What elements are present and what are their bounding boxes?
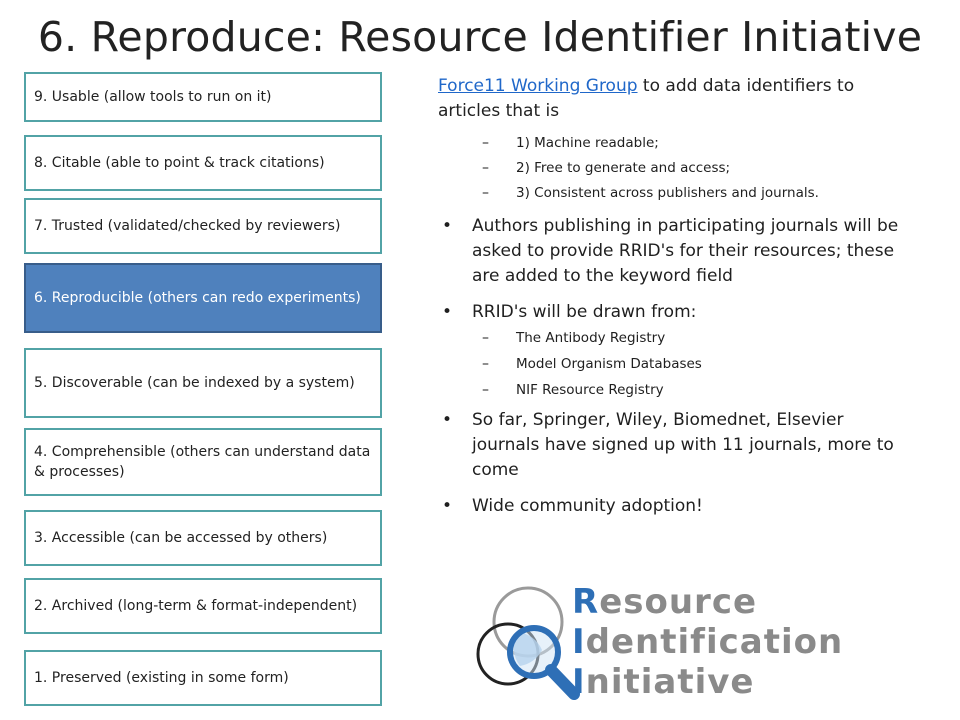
level-9-label: 9. Usable (allow tools to run on it): [34, 89, 272, 105]
dash-marker: –: [482, 185, 489, 201]
level-7-label: 7. Trusted (validated/checked by reviewe…: [34, 218, 341, 234]
list-item-text: 3) Consistent across publishers and jour…: [516, 185, 819, 201]
dash-marker: –: [482, 330, 489, 346]
dash-marker: –: [482, 160, 489, 176]
level-3-box: 3. Accessible (can be accessed by others…: [24, 510, 382, 566]
bullet-list: • Authors publishing in participating jou…: [438, 214, 908, 519]
bullet-marker: •: [442, 496, 453, 516]
logo-line-identification: Identification: [572, 622, 844, 662]
level-4-label: 4. Comprehensible (others can understand…: [34, 444, 371, 480]
bullet-text: Wide community adoption!: [472, 496, 703, 516]
level-2-label: 2. Archived (long-term & format-independ…: [34, 598, 358, 614]
list-item-text: The Antibody Registry: [516, 330, 666, 346]
intro-text: to add data identifiers to articles that…: [438, 76, 855, 121]
dash-marker: –: [482, 135, 489, 151]
level-3-label: 3. Accessible (can be accessed by others…: [34, 530, 328, 546]
list-item: – 3) Consistent across publishers and jou…: [438, 184, 908, 203]
dash-marker: –: [482, 356, 489, 372]
level-1-box: 1. Preserved (existing in some form): [24, 650, 382, 706]
bullet-item: • RRID's will be drawn from: – The Antibod…: [438, 300, 908, 400]
level-4-box: 4. Comprehensible (others can understand…: [24, 428, 382, 496]
bullet-marker: •: [442, 410, 453, 430]
list-item-text: 2) Free to generate and access;: [516, 160, 731, 176]
dash-marker: –: [482, 382, 489, 398]
list-item-text: 1) Machine readable;: [516, 135, 659, 151]
bullet-marker: •: [442, 302, 453, 322]
level-2-box: 2. Archived (long-term & format-independ…: [24, 578, 382, 634]
level-7-box: 7. Trusted (validated/checked by reviewe…: [24, 198, 382, 254]
level-8-box: 8. Citable (able to point & track citati…: [24, 135, 382, 191]
logo-line-resource: Resource: [572, 582, 758, 622]
intro-paragraph: Force11 Working Group to add data identi…: [438, 74, 908, 124]
list-item-text: Model Organism Databases: [516, 356, 702, 372]
list-item-text: NIF Resource Registry: [516, 382, 664, 398]
bullet-text: RRID's will be drawn from:: [472, 302, 697, 322]
logo-line-initiative: Initiative: [572, 662, 755, 702]
slide-title: 6. Reproduce: Resource Identifier Initia…: [37, 13, 923, 61]
level-9-box: 9. Usable (allow tools to run on it): [24, 72, 382, 122]
level-8-label: 8. Citable (able to point & track citati…: [34, 155, 325, 171]
intro-sublist: – 1) Machine readable; – 2) Free to genera…: [438, 134, 908, 203]
list-item: – Model Organism Databases: [438, 355, 908, 374]
level-6-label: 6. Reproducible (others can redo experim…: [34, 290, 361, 306]
magnifier-icon: [476, 586, 580, 700]
rrid-sources-list: – The Antibody Registry – Model Organism D…: [438, 329, 908, 400]
rii-logo-text: Resource Identification Initiative: [572, 582, 843, 702]
list-item: – NIF Resource Registry: [438, 381, 908, 400]
level-1-label: 1. Preserved (existing in some form): [34, 670, 289, 686]
bullet-text: So far, Springer, Wiley, Biomednet, Else…: [472, 410, 894, 480]
force11-link[interactable]: Force11 Working Group: [438, 76, 638, 96]
content-panel: Force11 Working Group to add data identi…: [438, 74, 908, 519]
list-item: – The Antibody Registry: [438, 329, 908, 348]
bullet-item: • Authors publishing in participating jou…: [438, 214, 908, 289]
bullet-text: Authors publishing in participating jour…: [472, 216, 899, 286]
level-6-box: 6. Reproducible (others can redo experim…: [24, 263, 382, 333]
level-5-label: 5. Discoverable (can be indexed by a sys…: [34, 375, 355, 391]
bullet-marker: •: [442, 216, 453, 236]
bullet-item: • So far, Springer, Wiley, Biomednet, Els…: [438, 408, 908, 483]
list-item: – 1) Machine readable;: [438, 134, 908, 153]
bullet-item: • Wide community adoption!: [438, 494, 908, 519]
rii-logo-graphic: [476, 586, 580, 700]
level-5-box: 5. Discoverable (can be indexed by a sys…: [24, 348, 382, 418]
list-item: – 2) Free to generate and access;: [438, 159, 908, 178]
